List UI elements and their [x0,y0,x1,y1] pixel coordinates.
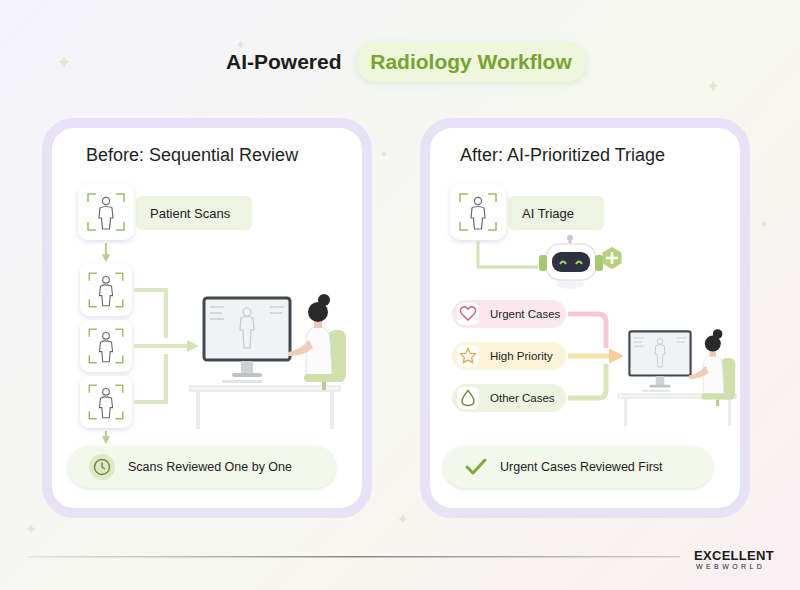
ai-robot [539,255,547,271]
ai-robot [539,235,622,289]
sparkles [26,40,768,534]
flow-arrow [134,354,166,402]
scan-icon [78,184,134,240]
ai-robot [569,240,572,245]
flow-arrow [106,243,194,441]
clock-icon [102,463,105,470]
scan-icon [450,184,506,240]
ai-robot [556,279,584,289]
panel-box: Before: Sequential ReviewPatient ScansSc… [42,118,372,518]
footer-rule [28,556,680,558]
logo-text: EXCELLENT [694,548,774,563]
flow-arrow [134,344,194,348]
logo-text: WEBWORLD [696,563,765,570]
footer-rule [28,556,680,558]
label-pill: AI Triage [508,196,604,230]
scan-icon [80,320,132,372]
flow-arrow [105,431,107,441]
sparkles [26,524,36,534]
workstation [190,294,346,429]
row-text: High Priority [490,350,553,362]
priority-icon [457,387,479,409]
check-icon [467,460,485,473]
workstation [629,331,690,391]
pill-text: Patient Scans [150,206,230,221]
workstation [728,398,731,426]
row-text: Other Cases [490,392,555,404]
priority-arrow [568,314,618,398]
ai-robot [546,244,596,280]
ai-robot [606,252,618,264]
clock-icon [89,454,115,480]
scan-icon [450,184,506,240]
priority-icon [461,349,476,363]
clock-icon [89,454,115,480]
workstation [204,298,290,383]
panel-heading: Before: Sequential Review [86,145,298,166]
sparkles [236,40,245,49]
pill-text: Radiology Workflow [370,50,571,74]
clock-icon [95,460,110,475]
sparkles [760,220,768,228]
scan-icon [80,376,132,428]
priority-icon [457,345,479,367]
sparkles [398,514,408,524]
ai-robot [560,262,566,265]
priority-icon [457,303,479,409]
label-pill: Patient Scans [136,196,252,230]
priority-arrow [568,314,606,348]
priority-row: Other Cases [452,384,566,412]
title-pill: Radiology Workflow [356,42,586,82]
result-bar: Scans Reviewed One by One [68,446,336,488]
diagram-title: AI-Powered [226,50,342,74]
sparkles [707,80,719,92]
ai-robot [567,235,573,241]
row-text: Urgent Cases [490,308,560,320]
priority-icon [461,307,476,320]
result-bar: Urgent Cases Reviewed First [443,446,713,488]
ai-robot [576,262,582,265]
priority-row: Urgent Cases [452,300,566,328]
connector-line [478,241,538,267]
priority-icon [462,391,474,406]
flow-arrow [105,243,107,259]
workstation [330,391,334,429]
priority-row: High Priority [452,342,566,370]
bar-text: Scans Reviewed One by One [128,460,292,474]
sparkles [380,150,388,158]
check-icon [467,460,485,473]
priority-arrow [568,354,618,359]
workstation [618,394,736,398]
connector-line [478,241,538,267]
workstation [624,398,627,426]
priority-arrow [568,364,606,398]
scan-icon [78,184,134,428]
panel-box: After: AI-Prioritized Triage AI TriageUrg… [420,118,750,518]
workstation [190,386,340,391]
scan-icon [80,264,132,316]
flow-arrow [134,290,166,338]
bar-text: Urgent Cases Reviewed First [500,460,663,474]
ai-robot [603,247,622,269]
workstation [288,294,346,390]
priority-icon [457,303,479,325]
panel-heading: After: AI-Prioritized Triage [460,145,665,166]
workstation [196,391,200,429]
ai-robot [595,255,603,271]
ai-robot [552,252,590,272]
pill-text: AI Triage [522,206,574,221]
sparkles [58,56,70,68]
workstation [618,329,736,426]
workstation [689,329,735,406]
